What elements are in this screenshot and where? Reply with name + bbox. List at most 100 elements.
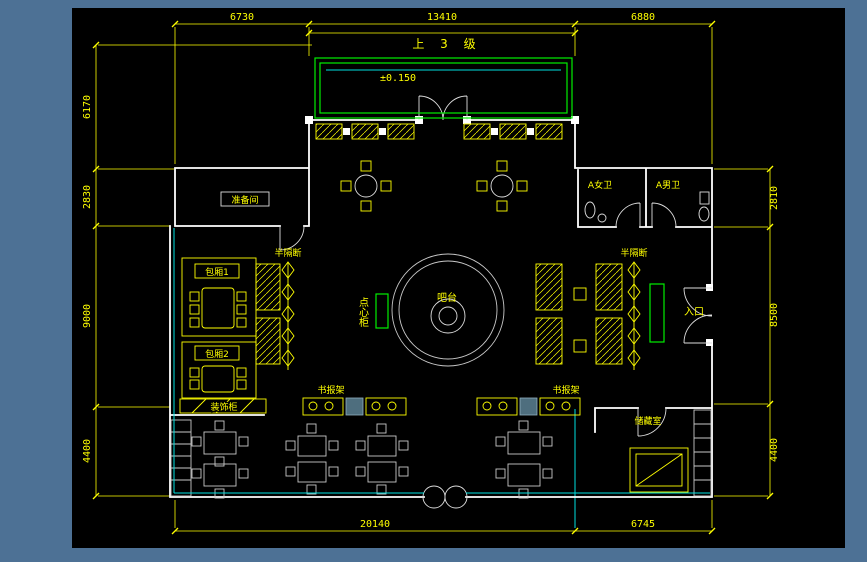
chair [476,180,488,192]
private-room-1-label-box [194,263,240,279]
table [367,435,397,457]
storage-room-group: 储藏室 [629,409,712,497]
prep-room-door [279,225,305,251]
half-partition-right-label: 半隔断 [620,247,647,259]
dim-top-center: 13410 [427,12,457,23]
dim-bottom-right: 6745 [631,519,655,530]
stairs-note-label: 上 3 级 [412,37,481,51]
dessert-cabinet-fixture [375,293,389,329]
main-entrance-double-door [418,95,468,121]
private-rooms: 包厢1 包厢2 [181,257,257,399]
chair [516,180,528,192]
sofa [595,263,623,311]
decor-cabinet-label: 装饰柜 [210,401,237,413]
door-swings [279,95,713,509]
sofa [255,317,281,365]
drawing-canvas[interactable] [72,8,845,548]
private-room-1-outline [181,257,257,337]
building-walls [169,116,713,498]
dimensions-left: 6170 2830 9000 4400 [82,41,312,500]
half-partition-left-group: 半隔断 [255,247,302,370]
toilet-rooms: A女卫 A男卫 [584,179,710,223]
sofa [255,263,281,311]
entrance-vestibule: ±0.150 [314,57,573,119]
bar-counter: 吧台 点心柜 [357,253,505,367]
side-table [573,287,587,301]
prep-room: 准备间 [220,191,270,207]
chair [189,367,200,378]
sink-fixture [597,213,607,223]
toilet-doors [615,202,677,228]
table [297,461,327,483]
private-room-1-label: 包厢1 [205,266,229,278]
chair [496,200,508,212]
book-rack-right-group: 书报架 [476,384,581,416]
toilet-fixture [584,201,596,219]
bottom-seating [170,419,553,499]
side-table [573,339,587,353]
book-rack-left-group: 书报架 [302,384,407,416]
prep-room-label: 准备间 [231,194,258,206]
chair [189,317,200,328]
dimensions-right: 2810 8500 4400 [714,165,780,500]
chair [236,291,247,302]
cyan-accent-lines [173,228,710,494]
table [203,463,237,487]
chair [380,180,392,192]
sofa [535,317,563,365]
private-room-2-label: 包厢2 [205,348,229,360]
dim-top-right: 6880 [631,12,655,23]
dim-left-2: 2830 [82,185,93,209]
sofa [595,317,623,365]
dining-table [201,287,235,329]
chair [189,291,200,302]
chair [236,367,247,378]
storage-cabinet [629,447,689,493]
chair [360,160,372,172]
dim-bottom-left: 20140 [360,519,390,530]
toilet-women-label: A女卫 [588,179,612,191]
half-partition-right-group: 半隔断 [535,247,648,370]
decor-cabinet-group: 装饰柜 [179,398,267,415]
table [297,435,327,457]
book-rack-left-label: 书报架 [317,384,344,396]
shelf-unit [170,419,192,497]
side-entrance-doors [683,287,713,344]
chair [496,160,508,172]
chair [189,379,200,390]
elevation-label: ±0.150 [380,73,416,84]
prep-room-label-box [220,191,270,207]
half-partition-left-label: 半隔断 [274,247,301,259]
table [203,431,237,455]
rear-door-leaf-right [444,485,468,509]
chair [189,304,200,315]
storage-door [637,407,667,437]
bar-counter-label: 吧台 [437,291,457,304]
dim-right-1: 2810 [769,186,780,210]
private-room-2-label-box [194,345,240,361]
chair [340,180,352,192]
dim-left-3: 9000 [82,304,93,328]
dim-right-3: 4400 [769,438,780,462]
book-rack-right-label: 书报架 [552,384,579,396]
dim-left-1: 6170 [82,95,93,119]
urinal-fixture [699,191,710,205]
chair [236,304,247,315]
storage-room-label: 储藏室 [634,415,661,427]
round-table [354,174,378,198]
private-room-2-outline [181,341,257,399]
dim-left-4: 4400 [82,439,93,463]
dimensions-bottom: 20140 6745 [171,409,716,535]
dessert-cabinet-label: 点心柜 [357,297,369,328]
chair [236,379,247,390]
chair [360,200,372,212]
chair [236,317,247,328]
closet-shelves [693,409,712,497]
table [507,463,541,487]
sofa [535,263,563,311]
entrance-screen [649,283,665,343]
toilet-men-label: A男卫 [656,180,680,191]
dimensions-top: 6730 13410 6880 上 3 级 [171,12,716,164]
